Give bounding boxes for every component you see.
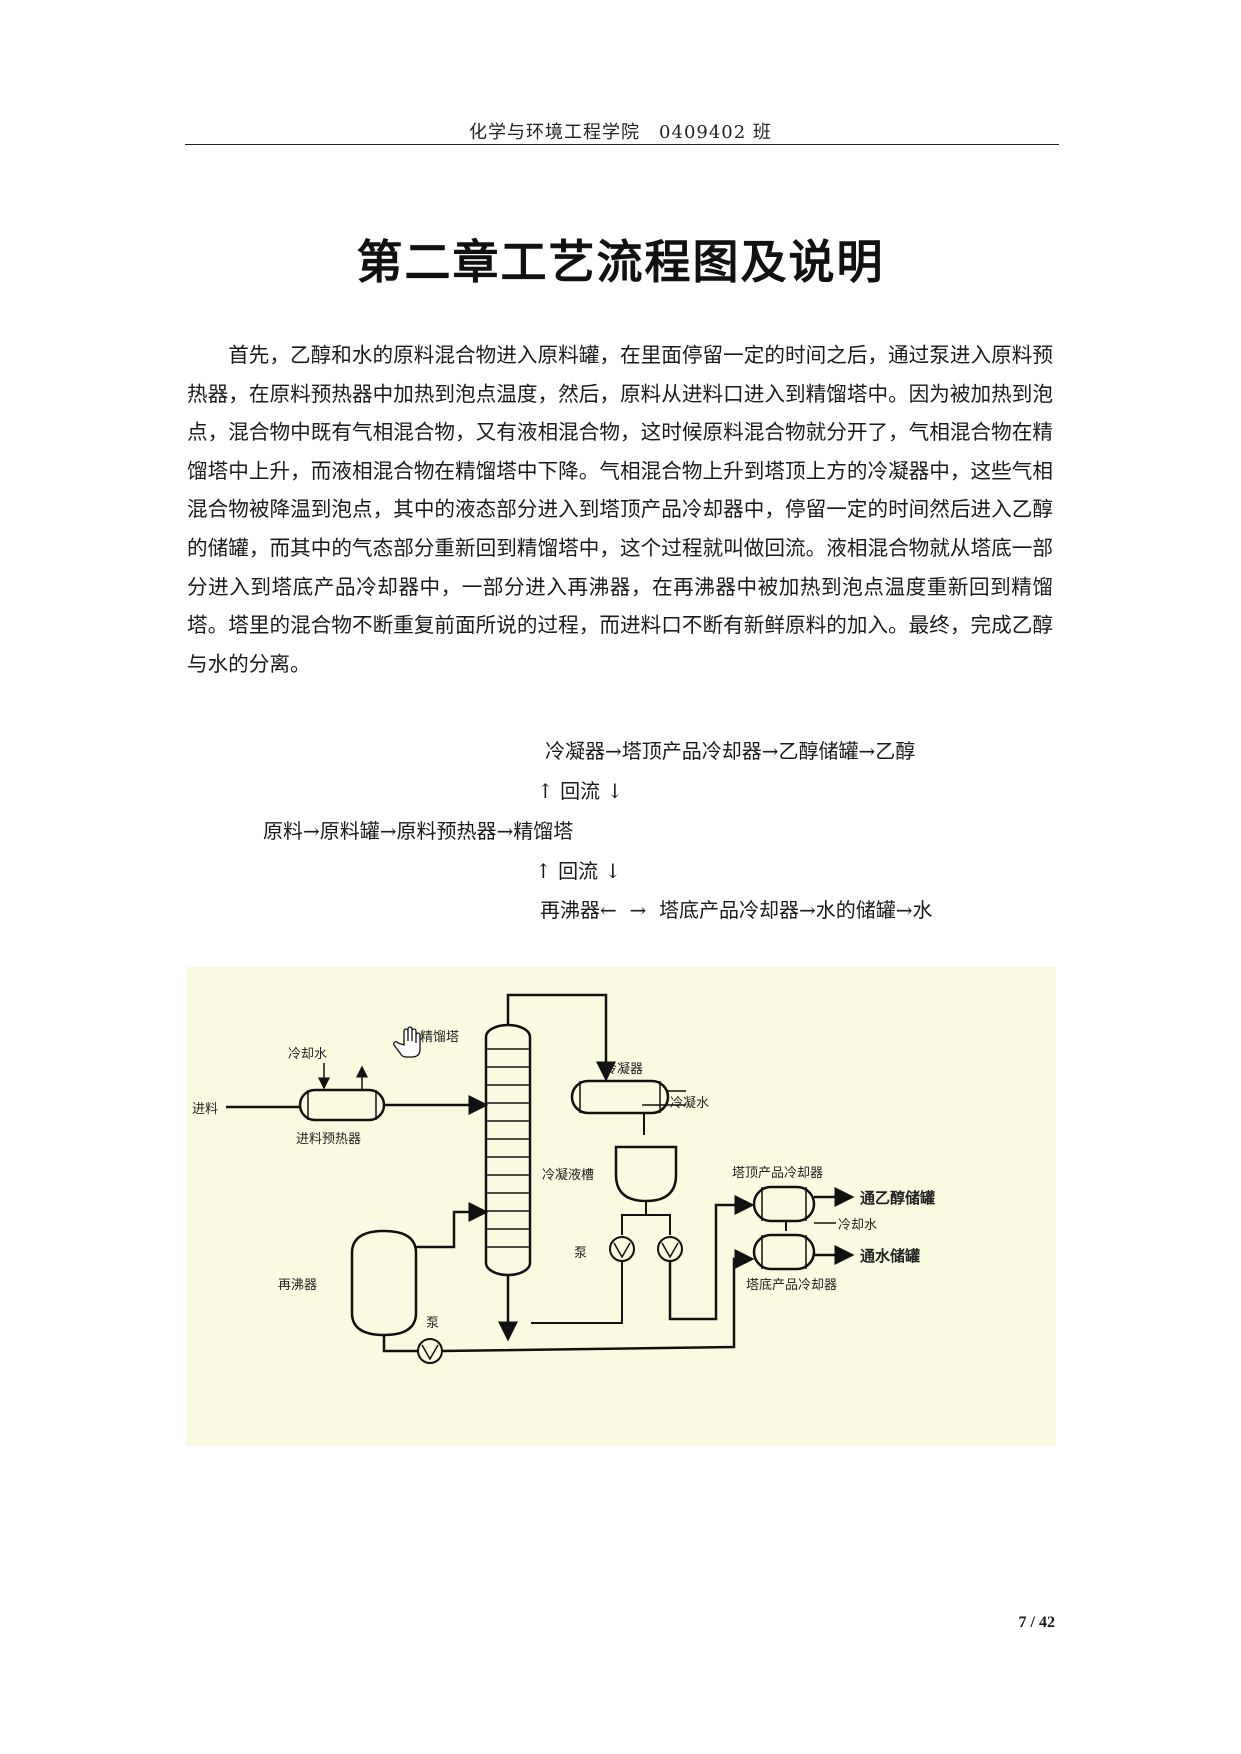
to-ethanol-tank-label: 通乙醇储罐	[860, 1189, 935, 1207]
top-cooler-label: 塔顶产品冷却器	[732, 1166, 823, 1181]
chapter-title: 第二章工艺流程图及说明	[356, 235, 885, 289]
condensate-tank	[614, 1145, 678, 1203]
flow-line-2: ↑ 回流 ↓	[537, 779, 624, 803]
condenser	[570, 1079, 670, 1115]
bottom-product-cooler	[752, 1233, 816, 1271]
body-paragraph: 首先，乙醇和水的原料混合物进入原料罐，在里面停留一定的时间之后，通过泵进入原料预…	[187, 343, 1053, 676]
distillation-tower	[484, 1023, 532, 1277]
condensing-water-label: 冷凝水	[670, 1095, 709, 1111]
feed-label: 进料	[192, 1102, 218, 1117]
process-flow-diagram: 精馏塔 冷却水 进料 进料预热器 冷凝器 冷凝水 冷凝液槽	[186, 967, 1056, 1446]
tower-label: 精馏塔	[420, 1030, 459, 1045]
flow-line-1: 冷凝器→塔顶产品冷却器→乙醇储罐→乙醇	[545, 739, 916, 763]
hand-cursor-icon	[393, 1026, 421, 1058]
flow-line-4: ↑ 回流 ↓	[535, 859, 622, 883]
page-header: 化学与环境工程学院 0409402 班	[469, 122, 772, 143]
header-rule	[185, 144, 1059, 145]
feed-preheater	[298, 1088, 386, 1122]
flow-line-3: 原料→原料罐→原料预热器→精馏塔	[263, 819, 574, 843]
feed-preheater-label: 进料预热器	[296, 1132, 361, 1147]
condenser-label: 冷凝器	[604, 1061, 643, 1077]
top-product-cooler	[752, 1185, 816, 1223]
reboiler-label: 再沸器	[278, 1278, 317, 1293]
flow-line-5: 再沸器← → 塔底产品冷却器→水的储罐→水	[540, 898, 933, 922]
to-water-tank-label: 通水储罐	[860, 1247, 920, 1265]
cooling-water-label: 冷却水	[288, 1047, 327, 1062]
pump-label: 泵	[426, 1316, 439, 1331]
reboiler	[350, 1229, 418, 1337]
page-number: 7 / 42	[1018, 1614, 1055, 1631]
bottom-cooler-label: 塔底产品冷却器	[746, 1277, 837, 1293]
cooling-water2-label: 冷却水	[838, 1218, 877, 1233]
condensate-tank-label: 冷凝液槽	[542, 1167, 594, 1183]
pump2-label: 泵	[574, 1246, 587, 1261]
